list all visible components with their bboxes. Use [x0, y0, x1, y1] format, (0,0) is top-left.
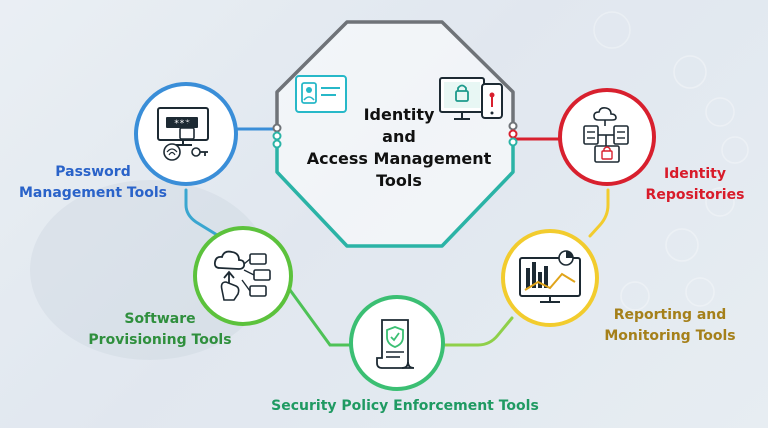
connector-security-reporting — [438, 316, 514, 347]
label-reporting-monitoring: Reporting and Monitoring Tools — [575, 305, 765, 347]
node-identity — [558, 88, 656, 186]
cloud-provisioning-icon — [213, 250, 271, 301]
center-title-line-2: and — [382, 127, 416, 146]
svg-text:***: *** — [174, 119, 190, 129]
center-title-line-3: Access Management — [306, 149, 492, 168]
octagon-joint-right — [508, 121, 518, 147]
center-title-line-1: Identity — [363, 105, 435, 124]
center-title-line-4: Tools — [376, 171, 422, 190]
connector-software-security — [288, 288, 354, 347]
policy-document-icon — [376, 319, 415, 369]
label-reporting-line-1: Reporting and — [613, 307, 727, 323]
connector-lines — [184, 127, 610, 347]
node-reporting — [501, 229, 599, 327]
label-software-line-2: Provisioning Tools — [88, 332, 232, 348]
octagon-joint-left — [272, 123, 282, 149]
label-identity-line-2: Repositories — [645, 187, 745, 203]
label-password-management: Password Management Tools — [8, 162, 178, 204]
server-repository-icon — [583, 107, 629, 163]
label-reporting-line-2: Monitoring Tools — [604, 328, 736, 344]
node-password: *** — [134, 82, 238, 186]
label-identity-line-1: Identity — [663, 166, 726, 182]
label-password-line-1: Password — [55, 164, 131, 180]
label-security-policy: Security Policy Enforcement Tools — [271, 398, 539, 414]
label-software-provisioning: Software Provisioning Tools — [70, 309, 250, 351]
center-title: Identity and Access Management Tools — [286, 104, 512, 192]
monitoring-chart-icon — [519, 250, 581, 303]
label-identity-repositories: Identity Repositories — [625, 164, 765, 206]
label-password-line-2: Management Tools — [19, 185, 167, 201]
connector-password-software — [184, 188, 224, 240]
id-card-icon — [295, 75, 347, 113]
password-lock-icon: *** — [157, 107, 209, 161]
connector-reporting-identity — [588, 188, 610, 238]
node-security — [349, 295, 445, 391]
node-software — [193, 226, 293, 326]
device-lock-icon — [439, 77, 503, 120]
label-software-line-1: Software — [124, 311, 196, 327]
